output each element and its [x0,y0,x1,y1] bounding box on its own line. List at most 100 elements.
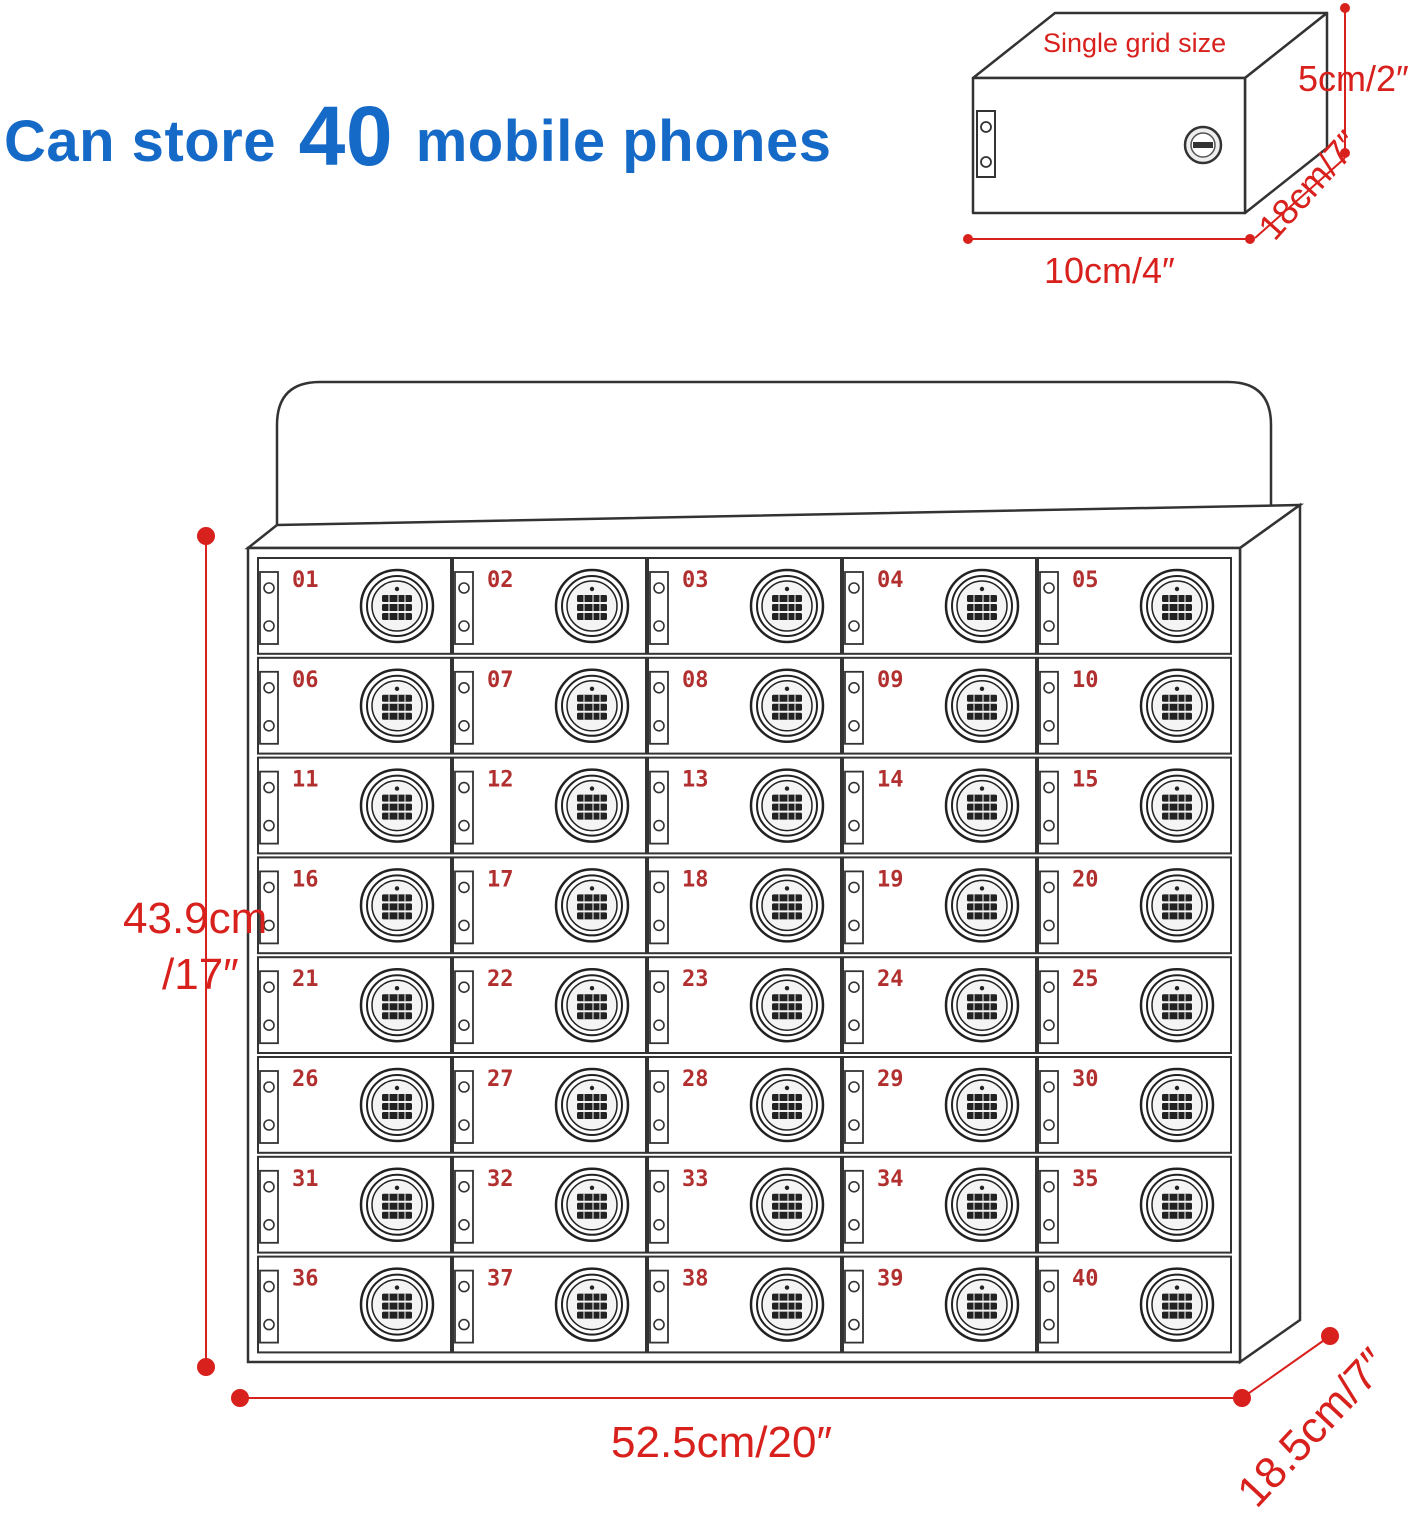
combination-lock-icon[interactable] [1139,1067,1215,1143]
locker-cell[interactable]: 32 [452,1155,647,1254]
locker-cell[interactable]: 30 [1037,1056,1232,1154]
combination-lock-icon[interactable] [359,1267,435,1342]
combination-lock-icon[interactable] [359,768,435,843]
hinge-icon [454,1269,474,1344]
locker-number: 35 [1072,1167,1099,1192]
locker-cell[interactable]: 40 [1037,1255,1232,1354]
hinge-icon [1039,770,1059,845]
combination-lock-icon[interactable] [749,1067,825,1143]
combination-lock-icon[interactable] [749,768,825,843]
locker-cell[interactable]: 34 [842,1155,1037,1254]
locker-cell[interactable]: 36 [257,1255,452,1354]
combination-lock-icon[interactable] [944,868,1020,943]
combination-lock-icon[interactable] [944,1067,1020,1143]
hinge-icon [259,1169,279,1244]
locker-cell[interactable]: 02 [452,557,647,655]
locker-cell[interactable]: 24 [842,956,1037,1055]
combination-lock-icon[interactable] [749,1267,825,1342]
locker-cell[interactable]: 22 [452,956,647,1055]
combination-lock-icon[interactable] [1139,768,1215,843]
combination-lock-icon[interactable] [554,668,630,744]
locker-cell[interactable]: 13 [647,756,842,855]
locker-number: 39 [877,1267,904,1292]
combination-lock-icon[interactable] [749,568,825,644]
locker-cell[interactable]: 06 [257,656,452,755]
locker-cell[interactable]: 19 [842,856,1037,955]
locker-cell[interactable]: 23 [647,956,842,1055]
locker-cell[interactable]: 37 [452,1255,647,1354]
hinge-icon [454,1169,474,1244]
combination-lock-icon[interactable] [749,668,825,744]
locker-cell[interactable]: 04 [842,557,1037,655]
combination-lock-icon[interactable] [749,967,825,1043]
combination-lock-icon[interactable] [1139,1267,1215,1342]
locker-cell[interactable]: 12 [452,756,647,855]
locker-cell[interactable]: 05 [1037,557,1232,655]
hinge-icon [844,571,864,645]
combination-lock-icon[interactable] [1139,967,1215,1043]
locker-cell[interactable]: 31 [257,1155,452,1254]
combination-lock-icon[interactable] [554,1267,630,1342]
headline-number: 40 [298,89,394,183]
headline-suffix: mobile phones [415,109,832,174]
combination-lock-icon[interactable] [359,868,435,943]
locker-number: 05 [1072,568,1099,593]
combination-lock-icon[interactable] [749,868,825,943]
locker-cell[interactable]: 09 [842,656,1037,755]
combination-lock-icon[interactable] [944,1167,1020,1243]
combination-lock-icon[interactable] [944,1267,1020,1342]
locker-cell[interactable]: 25 [1037,956,1232,1055]
combination-lock-icon[interactable] [944,967,1020,1043]
locker-cell[interactable]: 15 [1037,756,1232,855]
locker-cell[interactable]: 10 [1037,656,1232,755]
locker-cell[interactable]: 28 [647,1056,842,1154]
locker-cell[interactable]: 01 [257,557,452,655]
combination-lock-icon[interactable] [1139,868,1215,943]
combination-lock-icon[interactable] [1139,668,1215,744]
combination-lock-icon[interactable] [554,1167,630,1243]
locker-number: 28 [682,1067,709,1092]
combination-lock-icon[interactable] [554,768,630,843]
hinge-icon [844,870,864,945]
hinge-icon [1039,970,1059,1045]
combination-lock-icon[interactable] [1139,1167,1215,1243]
locker-cell[interactable]: 11 [257,756,452,855]
locker-cell[interactable]: 18 [647,856,842,955]
combination-lock-icon[interactable] [749,1167,825,1243]
combination-lock-icon[interactable] [944,668,1020,744]
locker-cell[interactable]: 17 [452,856,647,955]
combination-lock-icon[interactable] [554,868,630,943]
combination-lock-icon[interactable] [944,768,1020,843]
hinge-icon [454,571,474,645]
locker-cell[interactable]: 27 [452,1056,647,1154]
hinge-icon [259,870,279,945]
locker-cell[interactable]: 14 [842,756,1037,855]
locker-cell[interactable]: 20 [1037,856,1232,955]
locker-cell[interactable]: 26 [257,1056,452,1154]
combination-lock-icon[interactable] [944,568,1020,644]
locker-cell[interactable]: 07 [452,656,647,755]
locker-cell[interactable]: 21 [257,956,452,1055]
hinge-icon [259,970,279,1045]
locker-cell[interactable]: 38 [647,1255,842,1354]
combination-lock-icon[interactable] [554,967,630,1043]
combination-lock-icon[interactable] [359,1067,435,1143]
combination-lock-icon[interactable] [1139,568,1215,644]
locker-cell[interactable]: 08 [647,656,842,755]
locker-cell[interactable]: 35 [1037,1155,1232,1254]
combination-lock-icon[interactable] [554,568,630,644]
locker-number: 22 [487,967,514,992]
combination-lock-icon[interactable] [359,668,435,744]
locker-number: 32 [487,1167,514,1192]
locker-cell[interactable]: 33 [647,1155,842,1254]
combination-lock-icon[interactable] [554,1067,630,1143]
hinge-icon [1039,1169,1059,1244]
combination-lock-icon[interactable] [359,568,435,644]
locker-cell[interactable]: 16 [257,856,452,955]
locker-cell[interactable]: 39 [842,1255,1037,1354]
locker-cell[interactable]: 03 [647,557,842,655]
locker-cell[interactable]: 29 [842,1056,1037,1154]
combination-lock-icon[interactable] [359,1167,435,1243]
locker-number: 11 [292,768,319,793]
combination-lock-icon[interactable] [359,967,435,1043]
